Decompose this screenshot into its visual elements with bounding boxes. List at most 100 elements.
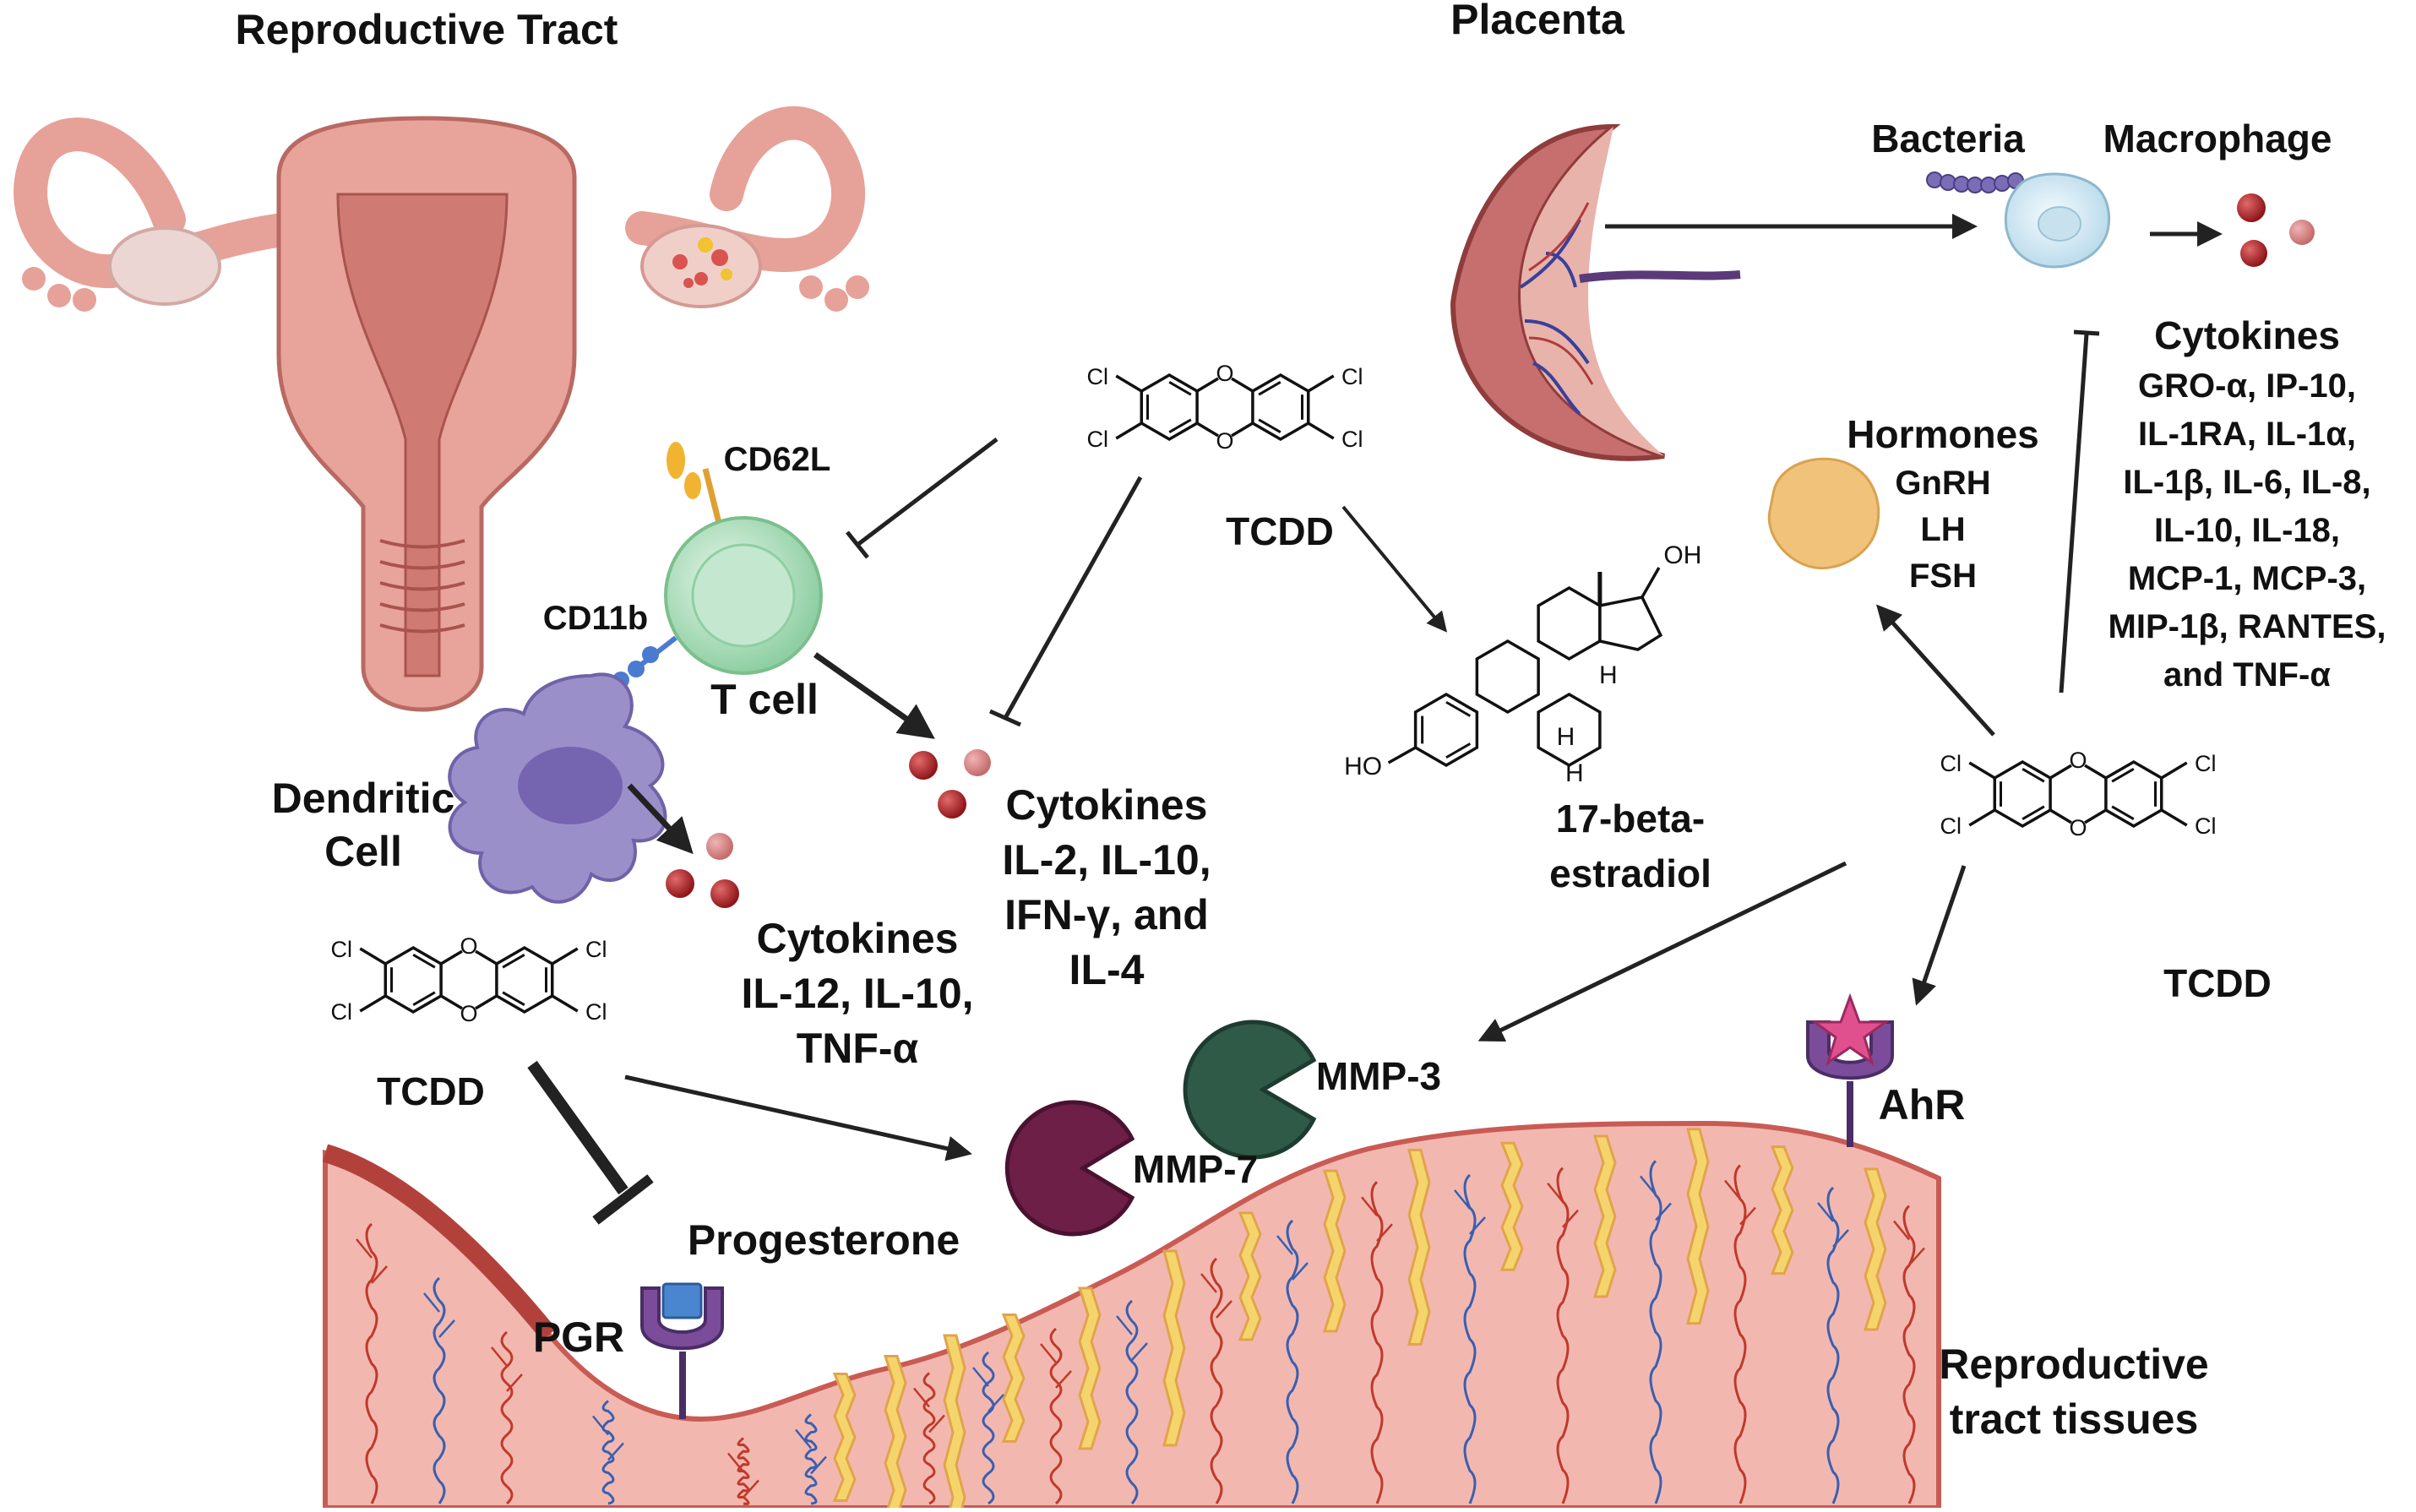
label-dendritic-line2: Cell <box>324 828 402 875</box>
label-dendritic-line1: Dendritic <box>272 775 455 822</box>
hormone-blob-icon <box>1767 457 1880 570</box>
label-ahr: AhR <box>1879 1081 1966 1129</box>
tcdd-chlorine-atom: Cl <box>331 937 353 962</box>
cytokine-line: IL-12, IL-10, <box>741 970 973 1017</box>
tcdd-chlorine-atom: Cl <box>1940 813 1962 839</box>
cytokines-tcell-title: Cytokines <box>1006 781 1208 829</box>
tcdd-chlorine-atom: Cl <box>2195 813 2217 839</box>
estradiol-h-atom: H <box>1565 759 1584 787</box>
mmp7-enzyme-icon <box>1004 1100 1135 1237</box>
label-cd62l: CD62L <box>724 441 831 478</box>
cytokine-line: MCP-1, MCP-3, <box>2128 560 2366 597</box>
tcdd-oxygen-atom: O <box>460 933 477 959</box>
cytokine-line: IL-1β, IL-6, IL-8, <box>2123 464 2370 501</box>
tcdd-label-left: TCDD <box>377 1069 485 1113</box>
tcdd-oxygen-atom: O <box>1216 428 1233 454</box>
reproductive-tract-illustration <box>14 106 869 712</box>
cytokine-line: IFN-γ, and <box>1004 891 1209 938</box>
cytokine-line: IL-2, IL-10, <box>1002 836 1211 884</box>
tcdd-chlorine-atom: Cl <box>1940 751 1962 776</box>
estradiol-hydroxyl-top: OH <box>1663 541 1701 569</box>
bacteria-icon <box>1926 171 2024 193</box>
cytokines-dendritic-title: Cytokines <box>757 915 959 962</box>
dendritic-cell-icon <box>448 672 667 904</box>
tcdd-chlorine-atom: Cl <box>585 999 607 1025</box>
cytokine-dots-macrophage <box>2237 193 2315 267</box>
label-progesterone: Progesterone <box>688 1216 960 1264</box>
tcdd-inhibit-progesterone-line <box>527 1060 628 1195</box>
tcdd-to-mmp7-arrow <box>624 1074 972 1161</box>
cytokines-macrophage-list: GRO-α, IP-10, IL-1RA, IL-1α, IL-1β, IL-6, … <box>2109 367 2386 693</box>
tcdd-chlorine-atom: Cl <box>1087 364 1109 389</box>
tcdd-chlorine-atom: Cl <box>1341 427 1363 452</box>
label-pgr: PGR <box>533 1313 624 1361</box>
estradiol-h-atom: H <box>1557 723 1575 751</box>
cytokine-dots-dendritic <box>666 833 739 908</box>
tcdd-inhibit-tcell-bar <box>846 530 869 559</box>
tcdd-chlorine-atom: Cl <box>2195 751 2217 776</box>
label-t-cell: T cell <box>710 676 819 723</box>
label-tissues-line2: tract tissues <box>1950 1395 2199 1443</box>
title-reproductive-tract: Reproductive Tract <box>236 6 618 53</box>
label-macrophage: Macrophage <box>2103 117 2332 160</box>
ahr-receptor-icon <box>1806 993 1894 1147</box>
tcdd-to-ahr-arrow <box>1912 865 1967 1006</box>
label-bacteria: Bacteria <box>1871 117 2025 160</box>
reproductive-tract-tissue <box>322 1120 1941 1512</box>
tcdd-oxygen-atom: O <box>2069 815 2087 840</box>
estradiol-hydroxyl-left: HO <box>1344 753 1382 780</box>
tcdd-chlorine-atom: Cl <box>585 937 607 962</box>
tcdd-inhibit-progesterone-bar <box>592 1174 654 1225</box>
cytokine-line: IL-4 <box>1069 946 1145 993</box>
mmp3-enzyme-icon <box>1183 1020 1317 1160</box>
cd62l-receptor-icon <box>667 442 726 537</box>
tcdd-to-mmp3-arrow <box>1477 861 1847 1042</box>
hormone-fsh: FSH <box>1909 557 1977 595</box>
tcdd-inhibit-cytokines-line <box>1003 476 1143 720</box>
tcdd-inhibit-cytokines-bar <box>988 709 1022 727</box>
tcdd-chlorine-atom: Cl <box>1341 364 1363 389</box>
tcdd-oxygen-atom: O <box>460 1001 477 1026</box>
t-cell-icon <box>664 516 823 675</box>
cytokines-macrophage-title: Cytokines <box>2154 313 2340 357</box>
dendritic-to-cytokines-arrow <box>627 783 694 855</box>
estradiol-label-line1: 17-beta- <box>1556 797 1705 840</box>
cytokine-line: GRO-α, IP-10, <box>2138 367 2356 405</box>
macrophage-icon <box>2004 172 2111 269</box>
tcdd-oxygen-atom: O <box>1216 361 1233 386</box>
label-cd11b: CD11b <box>543 600 649 637</box>
tcdd-inhibit-macrophage-bar <box>2073 329 2100 336</box>
tcell-to-cytokines-arrow <box>813 652 935 739</box>
cytokine-line: IL-1RA, IL-1α, <box>2138 416 2356 453</box>
tcdd-chlorine-atom: Cl <box>1087 427 1109 452</box>
hormone-gnrh: GnRH <box>1895 465 1990 502</box>
pgr-receptor-icon <box>640 1282 724 1419</box>
tcdd-oxygen-atom: O <box>2069 748 2087 773</box>
estradiol-label-line2: estradiol <box>1549 851 1711 895</box>
title-placenta: Placenta <box>1450 0 1625 43</box>
tcdd-inhibit-tcell-line <box>856 438 999 547</box>
label-mmp3: MMP-3 <box>1316 1054 1441 1098</box>
cytokine-dots-tcell <box>909 749 991 819</box>
cytokine-line: and TNF-α <box>2163 656 2331 693</box>
cytokine-line: IL-10, IL-18, <box>2154 512 2340 549</box>
cytokine-line: MIP-1β, RANTES, <box>2109 608 2386 645</box>
tcdd-inhibit-macrophage-line <box>2059 333 2089 693</box>
hormone-lh: LH <box>1920 511 1965 548</box>
estradiol-h-atom: H <box>1599 661 1618 689</box>
placenta-illustration <box>1450 123 1741 461</box>
cytokines-dendritic-list: IL-12, IL-10, TNF-α <box>741 970 973 1072</box>
tcdd-to-hormones-arrow <box>1875 604 1995 737</box>
cytokine-line: TNF-α <box>797 1025 919 1072</box>
tcdd-label-center: TCDD <box>1226 509 1334 553</box>
tcdd-label-right: TCDD <box>2163 961 2272 1005</box>
hormones-title: Hormones <box>1847 412 2038 456</box>
tcdd-chlorine-atom: Cl <box>331 999 353 1025</box>
